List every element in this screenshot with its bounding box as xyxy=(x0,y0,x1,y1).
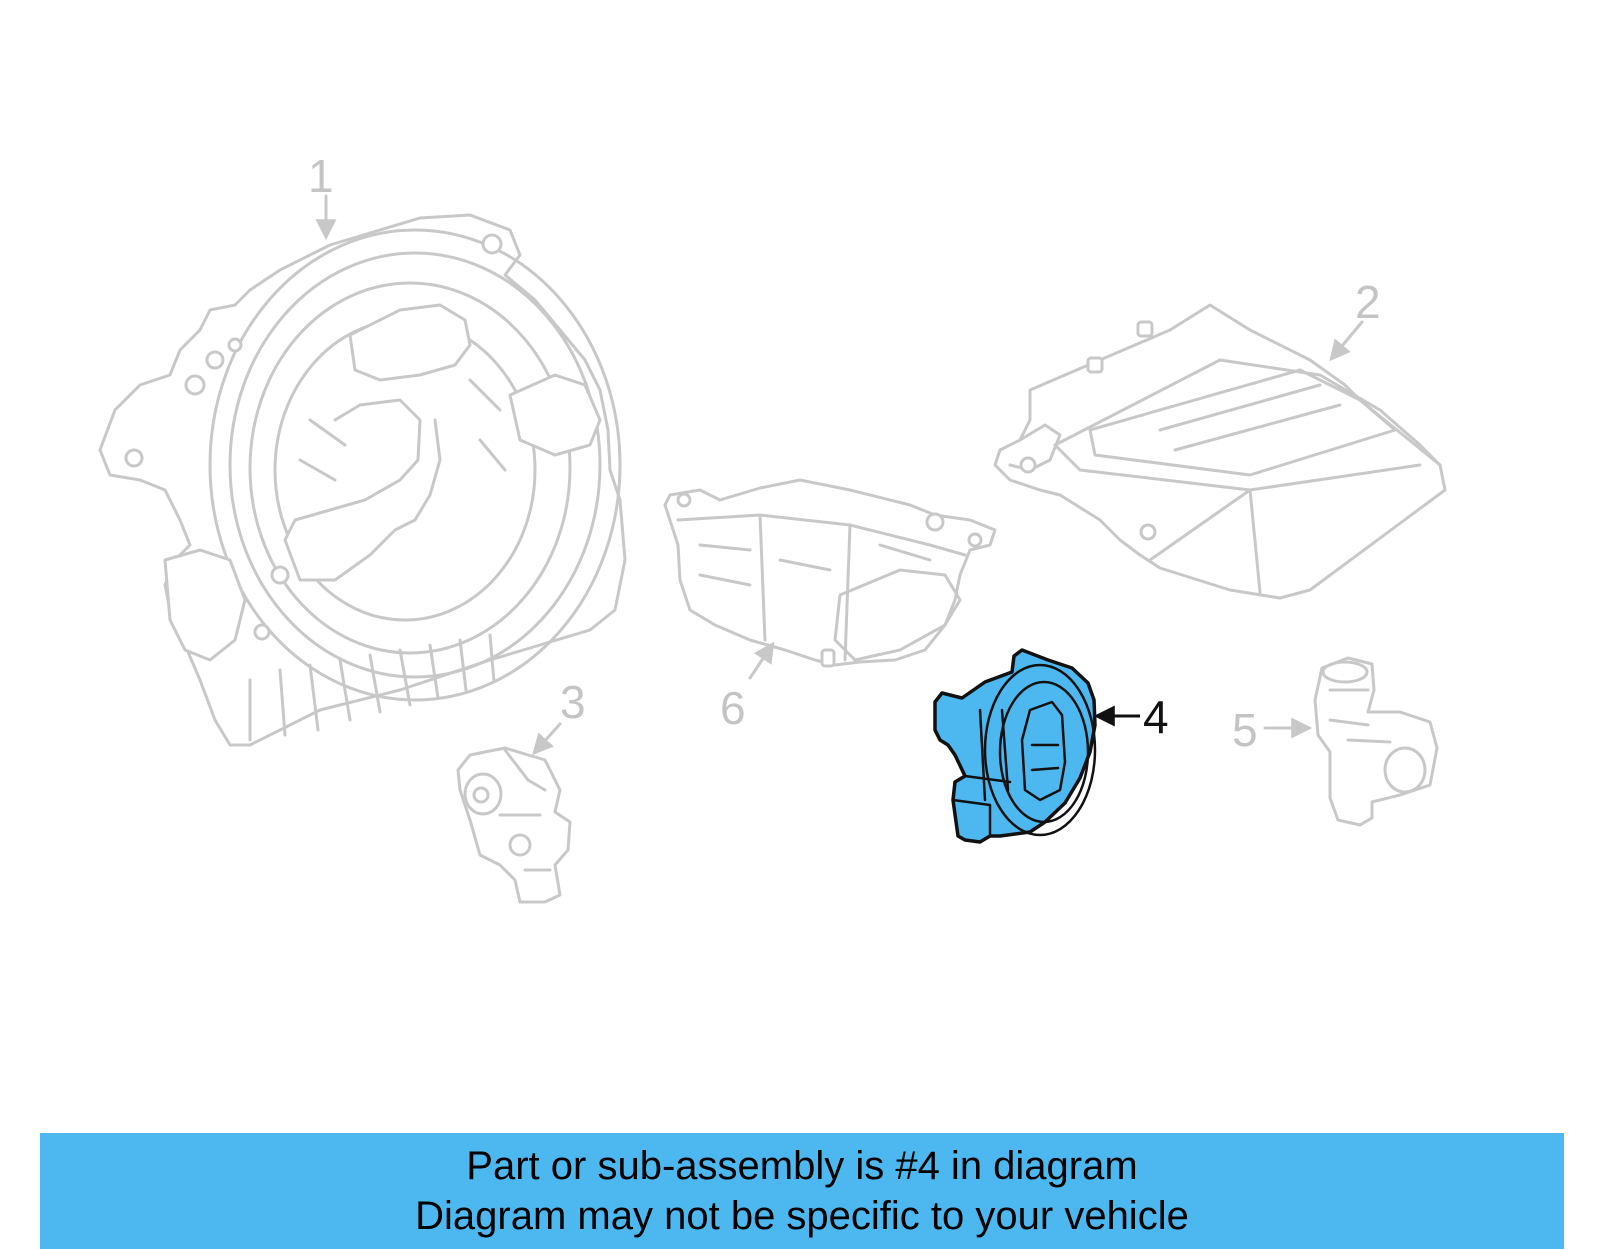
info-banner: Part or sub-assembly is #4 in diagram Di… xyxy=(40,1133,1564,1249)
part-4-highlighted-sensor[interactable]: 4 xyxy=(933,648,1169,844)
callout-1: 1 xyxy=(308,150,334,202)
part-6-sensor-module[interactable]: 6 xyxy=(663,478,997,734)
callout-5: 5 xyxy=(1232,704,1258,756)
banner-line-2: Diagram may not be specific to your vehi… xyxy=(415,1194,1189,1238)
callout-4: 4 xyxy=(1143,691,1169,743)
banner-line-1: Part or sub-assembly is #4 in diagram xyxy=(466,1144,1138,1188)
callout-3: 3 xyxy=(560,676,586,728)
part-5-side-sensor[interactable]: 5 xyxy=(1232,656,1439,827)
callout-2: 2 xyxy=(1355,276,1381,328)
callout-6: 6 xyxy=(720,682,746,734)
part-3-impact-sensor[interactable]: 3 xyxy=(456,676,586,904)
part-1-clock-spring[interactable]: 1 xyxy=(98,150,627,747)
part-2-airbag-module[interactable]: 2 xyxy=(993,276,1447,600)
